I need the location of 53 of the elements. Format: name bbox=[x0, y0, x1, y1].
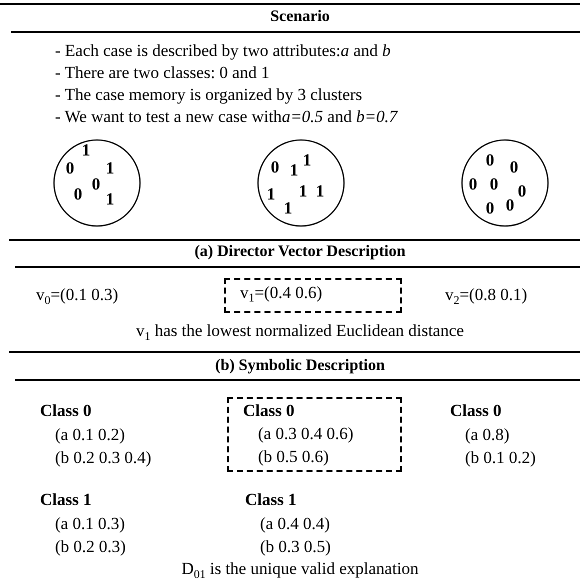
value-text: (b 0.2 0.3 0.4) bbox=[55, 448, 152, 468]
class-heading: Class 0 bbox=[450, 401, 502, 421]
value-text: (a 0.8) bbox=[465, 425, 510, 445]
value-text: v$_{1}$=(0.4 0.6) bbox=[240, 283, 322, 303]
highlight-box bbox=[227, 397, 402, 472]
class-digit: 1 bbox=[298, 182, 308, 200]
section-heading: (b) Symbolic Description bbox=[215, 356, 385, 376]
value-text: (b 0.2 0.3) bbox=[55, 537, 126, 557]
class-digit: 0 bbox=[468, 176, 478, 192]
class-digit: 0 bbox=[510, 158, 518, 176]
class-heading: Class 1 bbox=[245, 490, 296, 510]
class-digit: 1 bbox=[316, 182, 324, 200]
section-heading: Scenario bbox=[270, 8, 330, 26]
class-digit: 1 bbox=[302, 152, 312, 168]
value-text: (a 0.1 0.2) bbox=[55, 425, 125, 445]
class-digit: 0 bbox=[486, 152, 494, 168]
cluster-circle bbox=[53, 139, 141, 227]
highlight-box bbox=[224, 278, 402, 313]
class-digit: 0 bbox=[270, 158, 280, 176]
class-heading: Class 0 bbox=[40, 401, 92, 421]
class-digit: 0 bbox=[490, 176, 498, 192]
value-text: (a 0.4 0.4) bbox=[260, 514, 330, 534]
class-digit: 1 bbox=[82, 142, 90, 158]
class-digit: 0 bbox=[74, 186, 82, 202]
class-digit: 1 bbox=[106, 190, 114, 208]
bullet-text: - Each case is described by two attributes:a and b bbox=[55, 41, 391, 61]
cluster-circle bbox=[461, 139, 549, 227]
value-text: a=0.5 and b=0.7 bbox=[282, 107, 398, 127]
value-text: (b 0.5 0.6) bbox=[258, 447, 329, 467]
class-digit: 0 bbox=[506, 196, 514, 214]
value-text: (b 0.1 0.2) bbox=[465, 448, 536, 468]
class-heading: Class 1 bbox=[40, 490, 92, 510]
class-digit: 0 bbox=[66, 160, 74, 176]
note-text: D$_{01}$ is the unique valid explanation bbox=[181, 559, 419, 579]
class-digit: 0 bbox=[486, 200, 494, 216]
class-digit: 0 bbox=[518, 182, 526, 200]
class-digit: 0 bbox=[92, 176, 100, 192]
value-text: (a 0.3 0.4 0.6) bbox=[258, 424, 354, 444]
section-heading: (a) Director Vector Description bbox=[194, 242, 406, 262]
vector-text: v$_{2}$=(0.8 0.1) bbox=[445, 285, 528, 305]
vector-text: v$_{0}$=(0.1 0.3) bbox=[36, 285, 118, 305]
bullet-text: - The case memory is organized by 3 clusters bbox=[55, 85, 362, 105]
class-digit: 1 bbox=[284, 200, 292, 216]
bullet-text: - There are two classes: 0 and 1 bbox=[55, 63, 270, 83]
class-digit: 1 bbox=[266, 186, 276, 202]
value-text: (b 0.3 0.5) bbox=[260, 537, 331, 557]
class-digit: 1 bbox=[290, 162, 298, 178]
class-digit: 1 bbox=[106, 160, 114, 176]
cluster-circle bbox=[257, 139, 345, 227]
note-text: v$_{1}$ has the lowest normalized Euclidean distance bbox=[136, 321, 464, 341]
bullet-text: - We want to test a new case with bbox=[55, 107, 282, 127]
class-heading: Class 0 bbox=[243, 401, 294, 421]
value-text: (a 0.1 0.3) bbox=[55, 514, 125, 534]
